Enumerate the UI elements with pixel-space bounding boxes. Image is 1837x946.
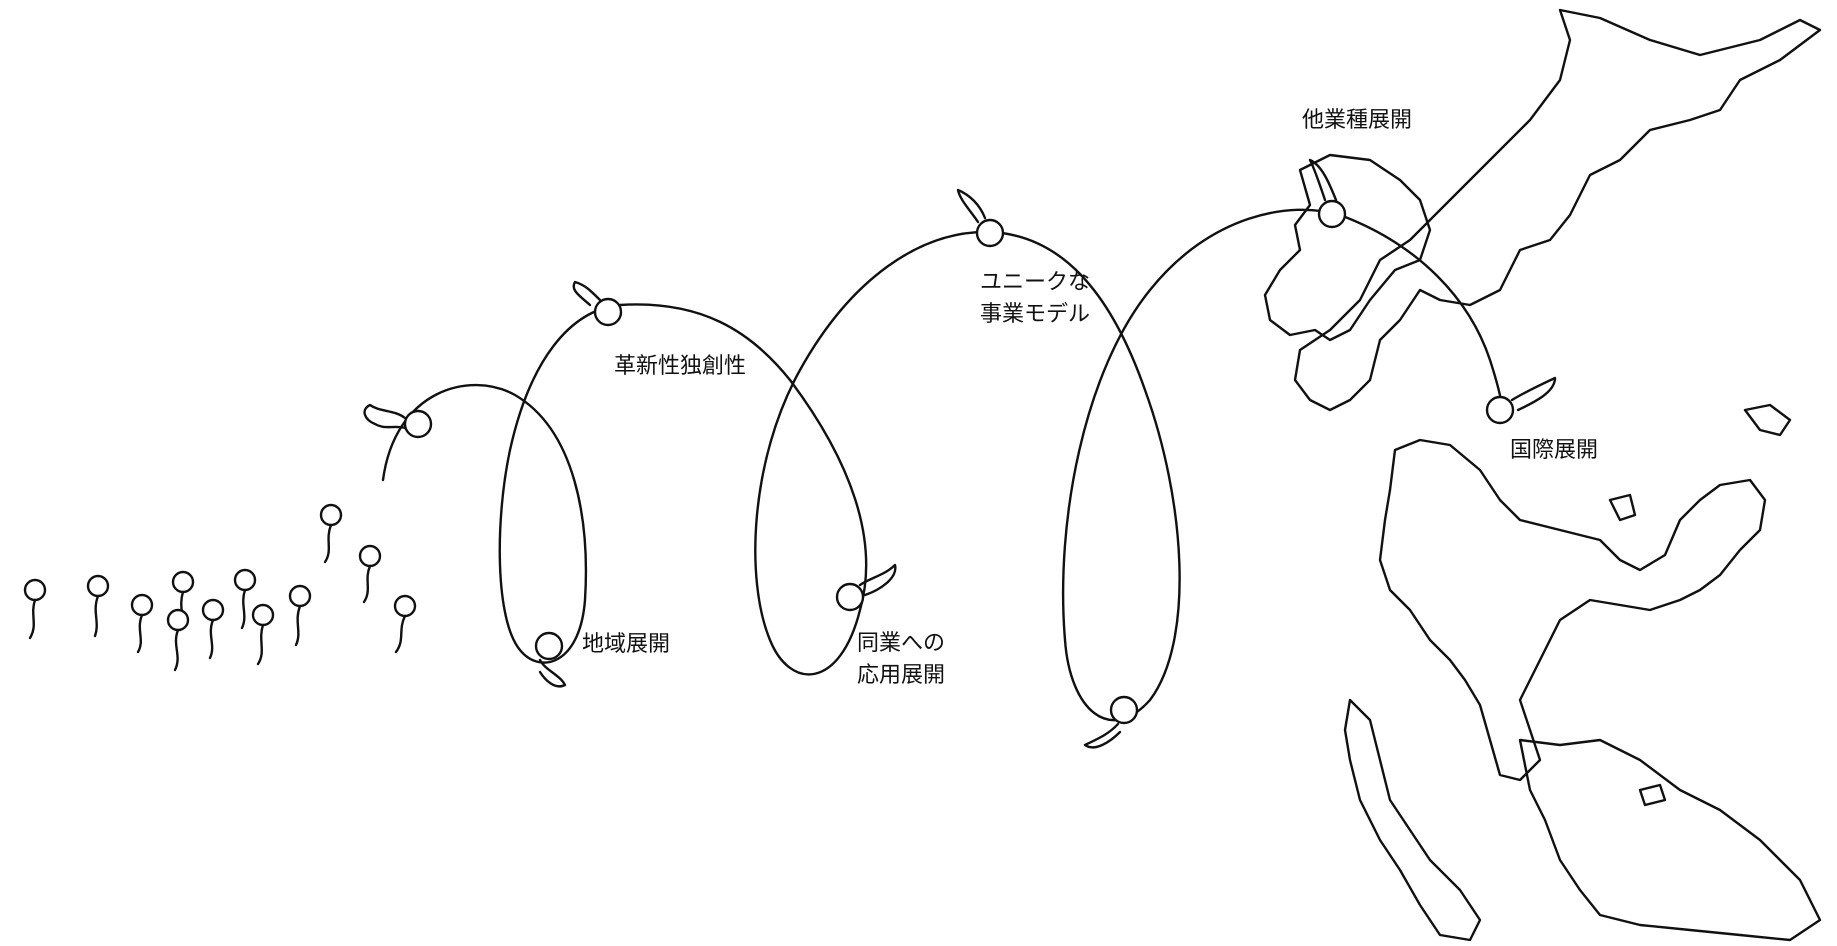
- trajectory-loop-path: [381, 208, 1504, 722]
- figure-ball: [1109, 695, 1139, 725]
- figure-ball: [975, 218, 1005, 248]
- label-international: 国際展開: [1510, 438, 1599, 463]
- map-landmass-south: [1518, 738, 1822, 942]
- label-regional: 地域展開: [582, 632, 671, 657]
- map-island: [1638, 783, 1667, 807]
- figure-ball: [1317, 199, 1347, 229]
- map-landmass-europe: [1263, 153, 1432, 342]
- figure-ball: [403, 409, 433, 439]
- map-landmass-asia: [1378, 438, 1767, 782]
- figure-ball: [534, 631, 564, 661]
- label-unique-line1: ユニークな: [980, 270, 1091, 295]
- walking-figure-icon: [23, 503, 417, 672]
- label-innovation: 革新性独創性: [614, 354, 747, 379]
- map-landmass-north: [1293, 8, 1822, 412]
- map-island: [1608, 493, 1637, 522]
- world-map-icon: [1263, 8, 1822, 942]
- figure-ball: [1485, 395, 1515, 425]
- jumping-figure-icon: [363, 158, 1557, 749]
- label-same-industry-line2: 応用展開: [857, 663, 946, 688]
- figure-ball: [835, 582, 865, 612]
- figure-ball: [593, 297, 623, 327]
- label-same-industry-line1: 同業への: [857, 631, 946, 656]
- label-unique-line2: 事業モデル: [980, 302, 1091, 327]
- map-island: [1743, 403, 1792, 437]
- label-other-industry: 他業種展開: [1302, 108, 1413, 133]
- map-landmass-west: [1343, 698, 1482, 942]
